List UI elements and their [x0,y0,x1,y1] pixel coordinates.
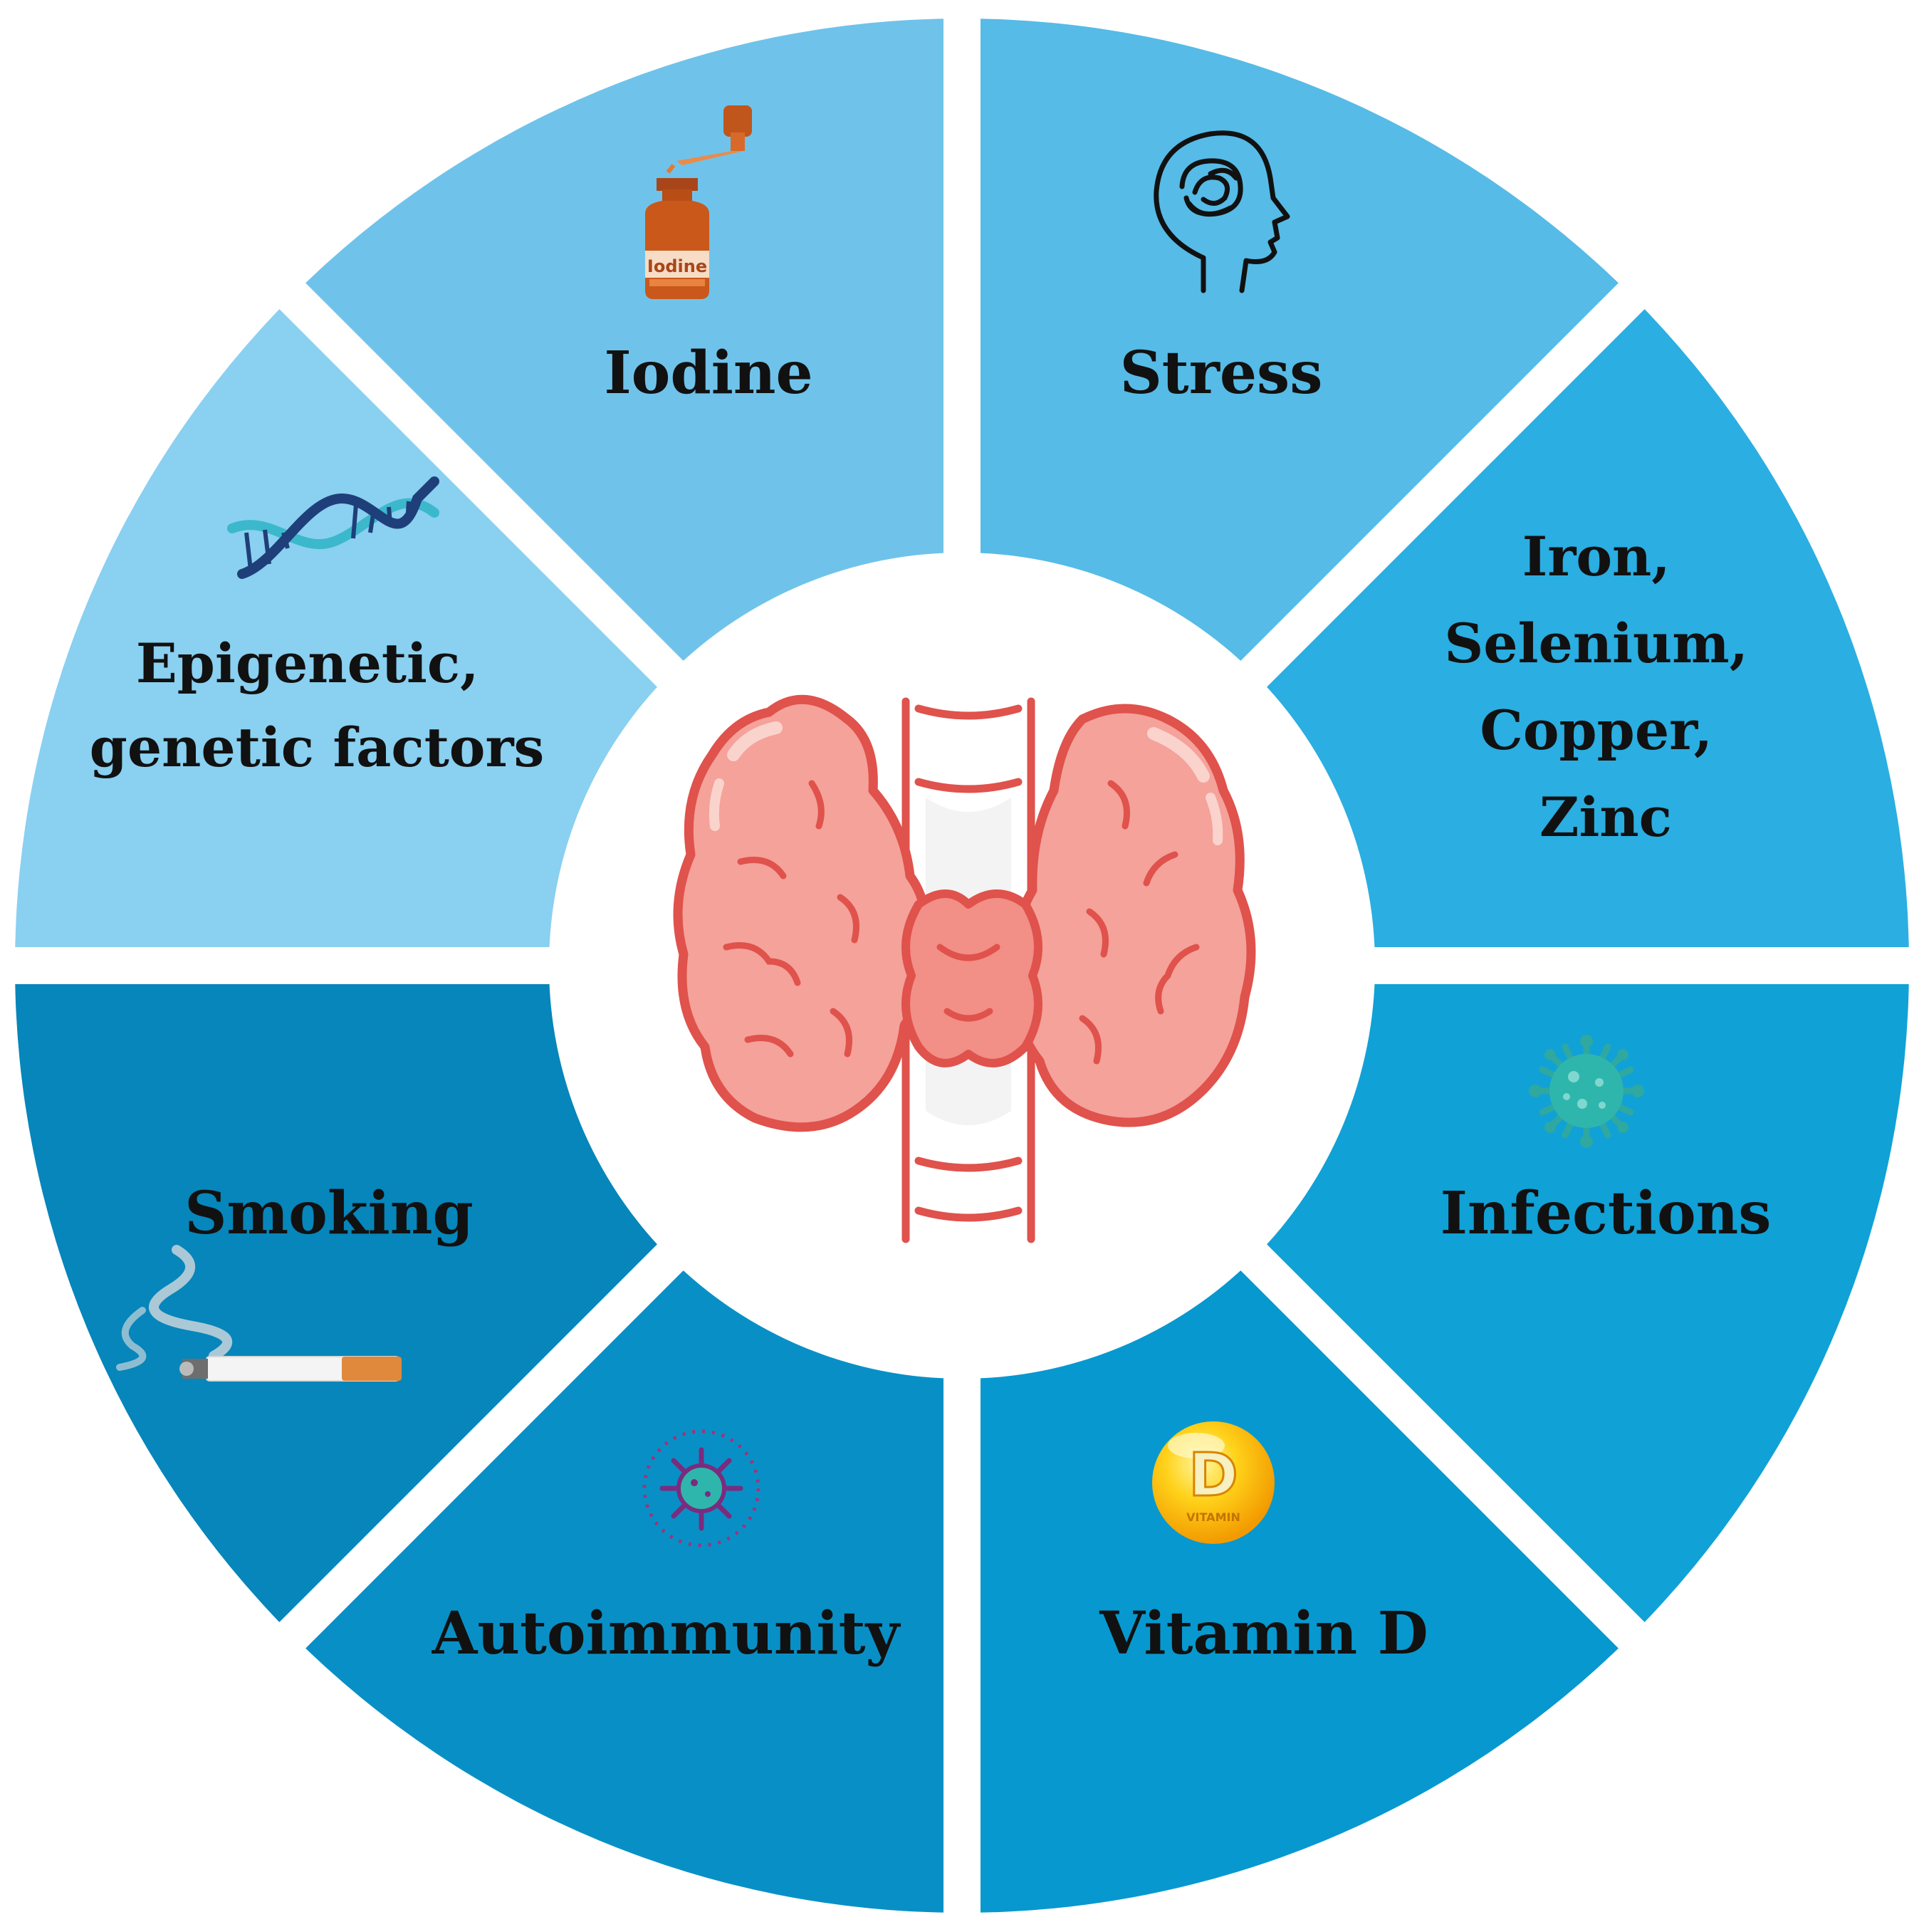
label-minerals: Iron, Selenium, Copper, Zinc [1444,525,1767,849]
vitamin-d-icon: D VITAMIN [1152,1421,1275,1544]
cigarette-icon [116,1245,402,1382]
dna-icon [227,476,439,579]
segment-labels: Iodine Stress Iron, Selenium, Copper, Zi… [90,339,1772,1668]
brain-head-icon [1154,130,1290,293]
svg-text:VITAMIN: VITAMIN [1186,1510,1240,1524]
svg-text:Iodine: Iodine [647,256,707,276]
immune-cell-icon [642,1429,760,1547]
dropper-bottle-icon: Iodine [645,105,752,299]
label-vitamin-d: Vitamin D [1099,1599,1428,1668]
label-stress: Stress [1120,339,1323,407]
thyroid-gland-icon [673,694,1256,1243]
label-autoimmunity: Autoimmunity [432,1599,901,1668]
label-smoking: Smoking [184,1179,474,1248]
label-epigenetic: Epigenetic, genetic factors [90,632,545,779]
label-infections: Infections [1441,1179,1772,1248]
label-iodine: Iodine [604,339,812,407]
svg-text:D: D [1188,1440,1238,1510]
virus-icon [1529,1035,1644,1148]
